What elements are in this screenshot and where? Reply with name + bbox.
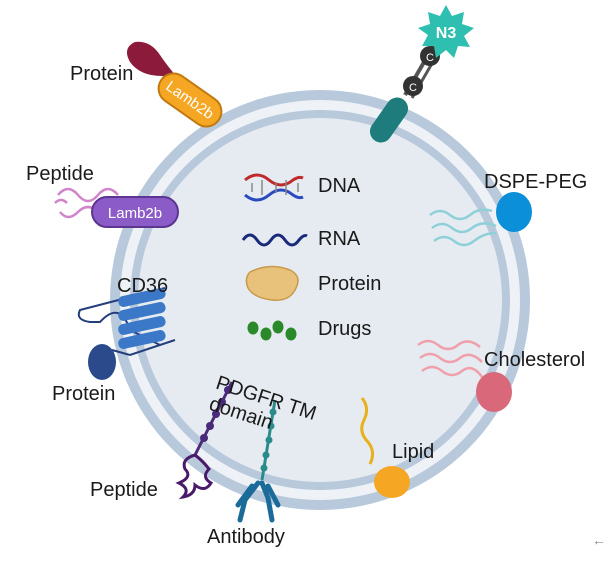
antibody: [235, 399, 281, 523]
protein-bottom-label: Protein: [52, 383, 116, 405]
back-arrow-icon: ←: [592, 532, 606, 548]
dspe-peg-label: DSPE-PEG: [484, 171, 588, 193]
peptide-bottom: [175, 381, 234, 500]
drugs-icon: [247, 320, 297, 341]
azide-linker: C C N3: [369, 5, 474, 143]
carbon-atom-icon: [403, 76, 423, 96]
peptide-lamb2b-mid: Lamb2b: [54, 187, 179, 228]
lamb2b-mid-label: Lamb2b: [108, 205, 162, 222]
legend-drugs-label: Drugs: [318, 318, 372, 340]
legend-dna-label: DNA: [318, 175, 361, 197]
cholesterol: [417, 339, 512, 412]
protein-lamb2b-top: Lamb2b: [126, 41, 223, 128]
protein-icon: [245, 265, 299, 301]
vesicle-lumen: [138, 118, 502, 482]
dspe-peg: [429, 192, 532, 247]
antibody-label: Antibody: [207, 526, 285, 548]
azide-star-icon: [418, 5, 474, 58]
cd36-label: CD36: [117, 275, 169, 297]
peptide-bottom-label: Peptide: [90, 479, 158, 501]
svg-text:C: C: [409, 82, 417, 94]
lipid-label: Lipid: [392, 441, 435, 463]
cholesterol-label: Cholesterol: [484, 349, 586, 371]
rna-icon: [241, 233, 308, 247]
cd36-receptor: [77, 287, 176, 380]
lipid: [360, 397, 410, 498]
protein-top-label: Protein: [70, 63, 134, 85]
azide-label: N3: [436, 25, 457, 42]
protein-bottom-blob: [88, 344, 116, 380]
legend-rna-label: RNA: [318, 228, 361, 250]
peptide-top-label: Peptide: [26, 163, 94, 185]
svg-text:C: C: [426, 52, 434, 64]
legend-protein-label: Protein: [318, 273, 382, 295]
dna-icon: [244, 173, 304, 202]
